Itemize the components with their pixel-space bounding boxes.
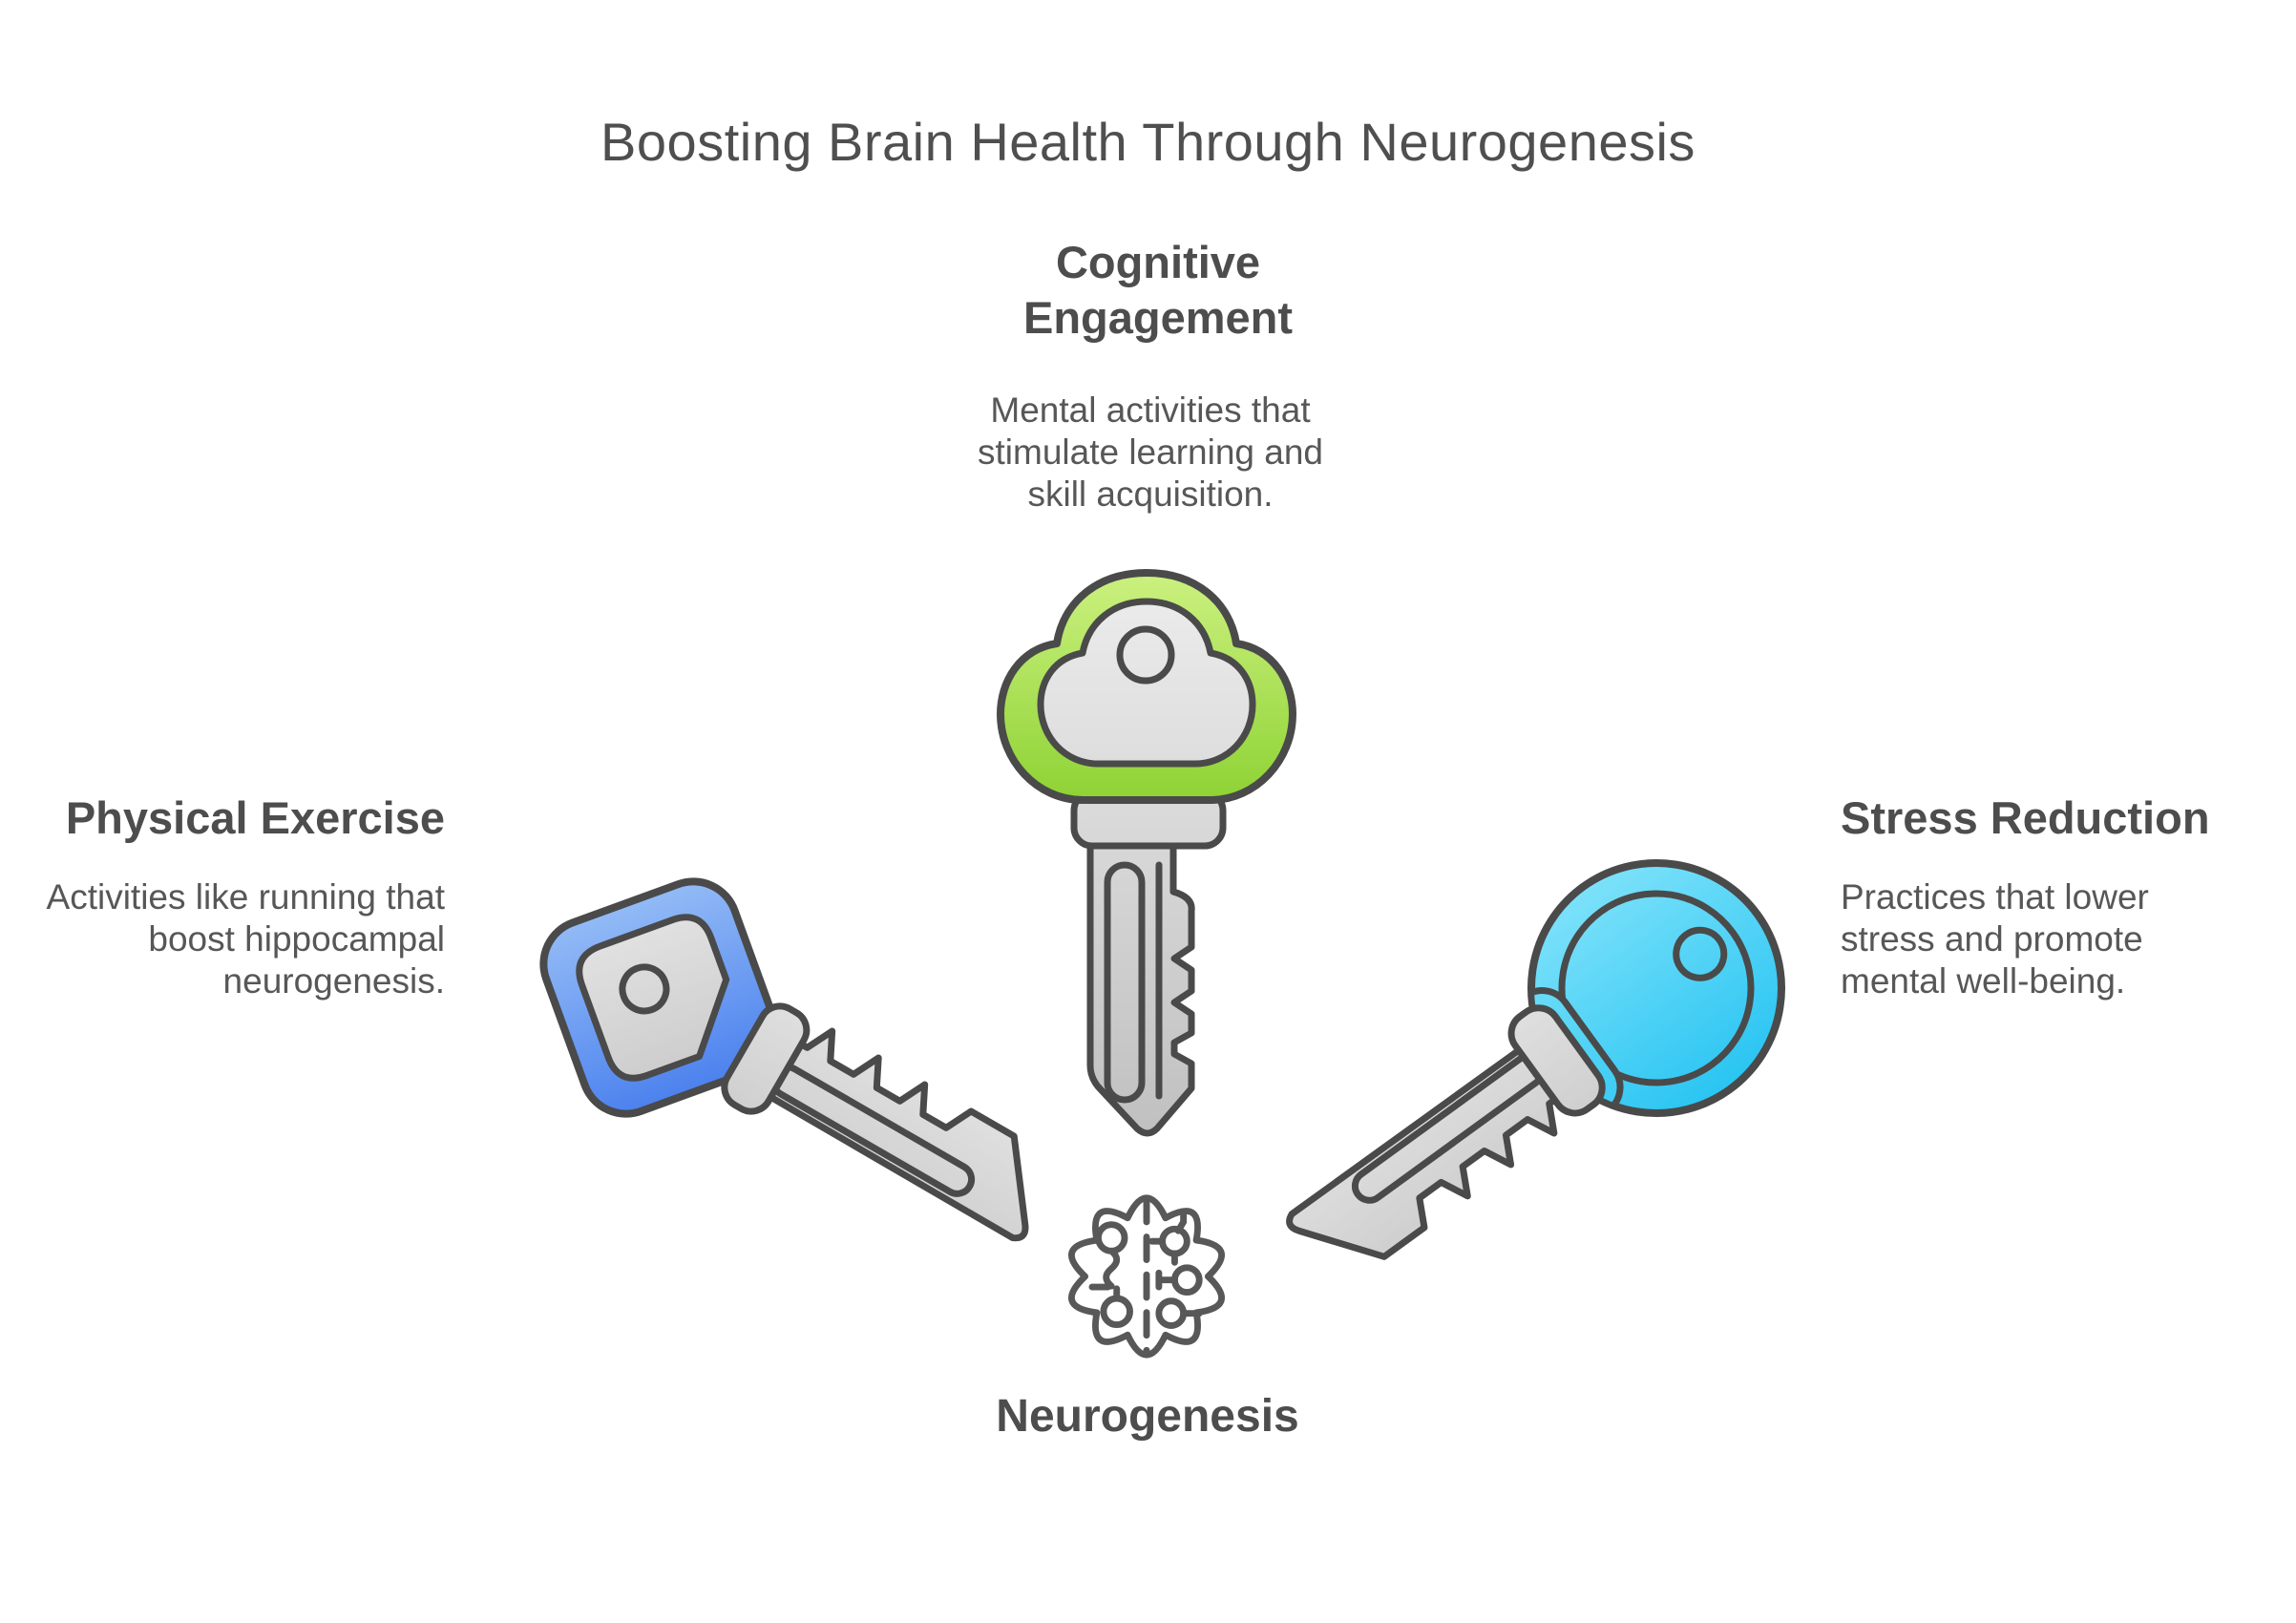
cloud-key-icon (997, 569, 1296, 1137)
cognitive-heading: Cognitive Engagement (1022, 237, 1294, 343)
square-key-icon (539, 877, 1029, 1242)
round-key-icon (1286, 859, 1785, 1260)
brain-circuit-icon (1068, 1194, 1225, 1359)
stress-heading: Stress Reduction (1841, 792, 2210, 843)
physical-description: Activities like running that boost hippo… (46, 877, 445, 1001)
physical-heading: Physical Exercise (65, 792, 445, 843)
page-title: Boosting Brain Health Through Neurogenes… (600, 112, 1696, 172)
stress-description: Practices that lower stress and promote … (1841, 877, 2149, 1001)
neurogenesis-label: Neurogenesis (996, 1391, 1299, 1442)
cognitive-description: Mental activities that stimulate learnin… (978, 390, 1323, 514)
